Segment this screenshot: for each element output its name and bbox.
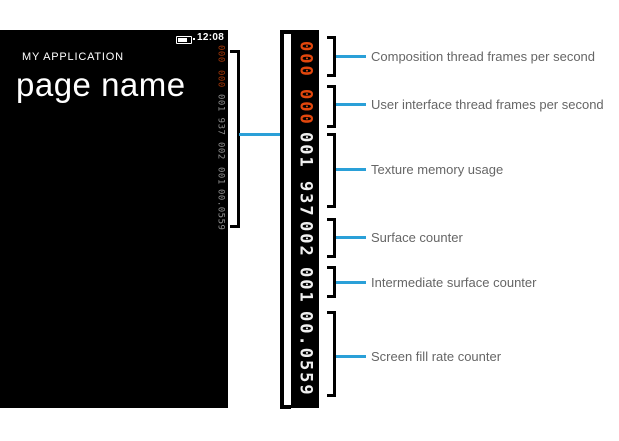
callout-bracket-surface — [327, 218, 336, 258]
label-composition-fps: Composition thread frames per second — [371, 49, 596, 64]
edge-counter-screen-fill-rate: 00.0559 — [215, 189, 226, 231]
status-time: 12:08 — [197, 32, 225, 43]
strip-counter-intermediate-surface: 001 — [295, 267, 316, 304]
callout-bracket-composition-fps — [327, 36, 336, 77]
label-surface: Surface counter — [371, 230, 463, 245]
zoom-connector-line — [239, 133, 281, 136]
callout-bracket-ui-fps — [327, 85, 336, 128]
strip-counter-surface: 002 — [295, 221, 316, 258]
label-texture-memory: Texture memory usage — [371, 162, 504, 177]
edge-counter-texture-memory: 001 937 — [215, 94, 226, 136]
label-ui-fps: User interface thread frames per second — [371, 97, 604, 112]
callout-line-screen-fill-rate — [336, 355, 366, 358]
app-title: MY APPLICATION — [22, 51, 124, 63]
zoom-strip: 000 000 001 937 002 001 00.0559 — [291, 30, 319, 408]
strip-counter-ui-fps: 000 — [295, 89, 316, 126]
battery-icon — [176, 36, 195, 44]
phone-edge-bracket — [230, 50, 240, 228]
edge-counter-column: 000 000 001 937 002 001 00.0559 — [212, 30, 228, 408]
callout-bracket-texture-memory — [327, 133, 336, 208]
edge-counter-surface: 002 — [215, 142, 226, 160]
battery-nub — [193, 38, 195, 40]
strip-counter-texture-memory: 001 937 — [295, 132, 316, 218]
callout-line-texture-memory — [336, 168, 366, 171]
callout-line-intermediate-surface — [336, 281, 366, 284]
phone-screen: 12:08 MY APPLICATION page name 000 000 0… — [0, 30, 228, 408]
callout-line-composition-fps — [336, 55, 366, 58]
battery-fill — [178, 38, 187, 42]
edge-counter-ui-fps: 000 — [215, 70, 226, 88]
label-screen-fill-rate: Screen fill rate counter — [371, 349, 502, 364]
zoom-strip-bracket — [280, 30, 291, 409]
edge-counter-intermediate-surface: 001 — [215, 167, 226, 185]
page-title: page name — [16, 66, 186, 103]
callout-line-ui-fps — [336, 103, 366, 106]
edge-counter-composition-fps: 000 — [215, 45, 226, 63]
status-bar: 12:08 — [0, 30, 228, 48]
label-intermediate-surface: Intermediate surface counter — [371, 275, 537, 290]
strip-counter-screen-fill-rate: 00.0559 — [295, 311, 316, 397]
callout-bracket-screen-fill-rate — [327, 311, 336, 397]
callout-bracket-intermediate-surface — [327, 266, 336, 298]
callout-line-surface — [336, 236, 366, 239]
strip-counter-composition-fps: 000 — [295, 41, 316, 78]
